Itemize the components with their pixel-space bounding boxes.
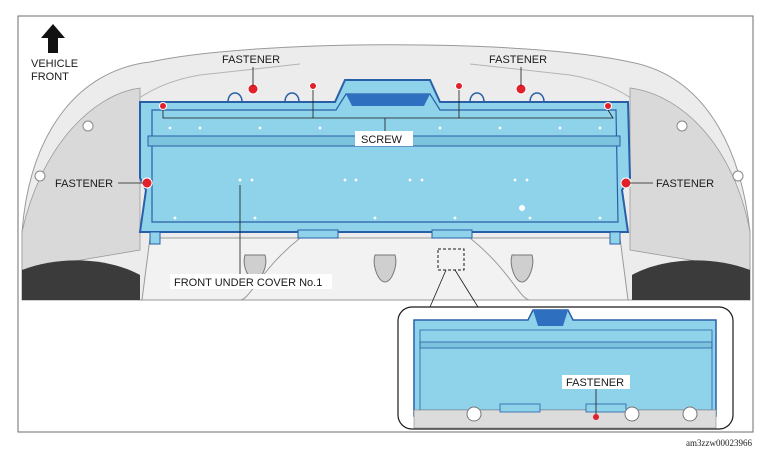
screw-marker (159, 102, 167, 110)
screw-marker (604, 102, 612, 110)
screw-label: SCREW (361, 134, 403, 146)
vehicle-front-label-line1: VEHICLE (31, 58, 78, 70)
vehicle-front-label-line2: FRONT (31, 71, 69, 83)
screw-marker (455, 82, 463, 90)
fastener-label-top-right: FASTENER (489, 54, 547, 66)
fastener-marker (620, 177, 632, 189)
arrow-up-icon (41, 24, 65, 53)
detail-fastener-marker (593, 414, 599, 420)
fastener-label-right: FASTENER (656, 178, 714, 190)
figure-code: am3zzw00023966 (686, 438, 752, 448)
fastener-markers (141, 82, 632, 189)
leader-lines (118, 67, 653, 278)
cover-name-label: FRONT UNDER COVER No.1 (174, 277, 322, 289)
fastener-label-left: FASTENER (55, 178, 113, 190)
screw-marker (309, 82, 317, 90)
front-under-cover (138, 79, 632, 245)
detail-inset (397, 306, 734, 430)
fastener-label-top-left: FASTENER (222, 54, 280, 66)
detail-indicator-box (437, 248, 465, 271)
detail-fastener-label: FASTENER (566, 377, 624, 389)
fastener-marker (141, 177, 153, 189)
